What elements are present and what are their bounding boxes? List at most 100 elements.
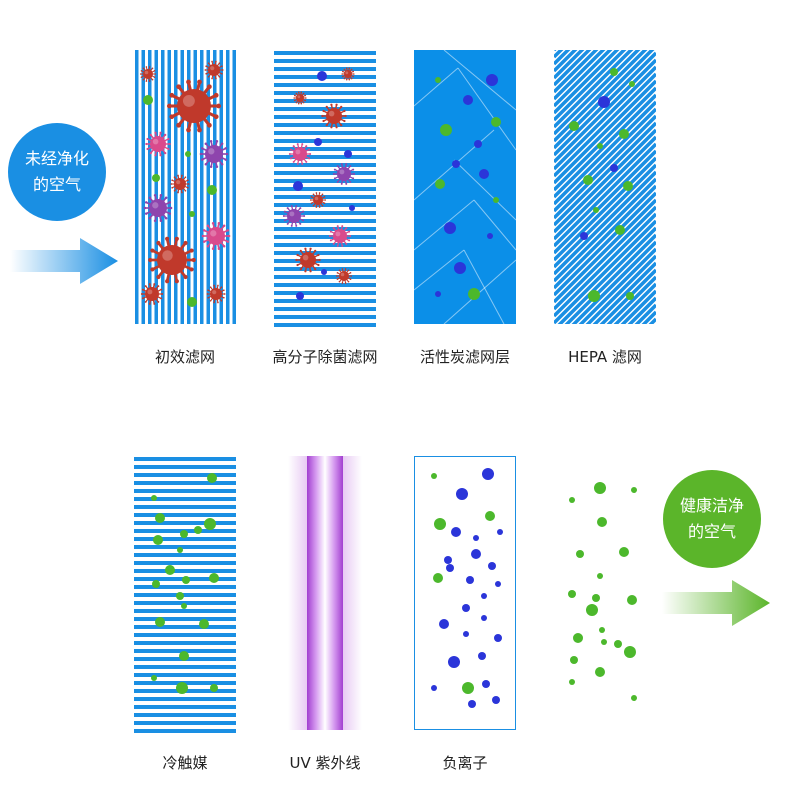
green-particle	[485, 511, 495, 521]
blue-particle	[492, 696, 500, 704]
green-particle	[431, 473, 437, 479]
green-particle	[181, 603, 187, 609]
blue-particle	[444, 222, 456, 234]
virus-icon	[282, 205, 306, 227]
filter-stripe	[554, 191, 656, 297]
green-particle	[189, 211, 195, 217]
blue-particle	[431, 685, 437, 691]
filter-stripe	[554, 368, 656, 470]
stage-label-negative-ion: 负离子	[442, 754, 488, 772]
filter-stripe	[274, 235, 376, 239]
blue-particle	[314, 138, 322, 146]
filter-stripe	[554, 114, 656, 220]
green-particle	[152, 174, 160, 182]
stage-label-carbon: 活性炭滤网层	[419, 348, 510, 366]
filter-stripe	[274, 163, 376, 167]
filter-stripe	[571, 240, 656, 324]
cold-catalyst-panel	[134, 457, 236, 733]
filter-stripe	[554, 79, 656, 185]
filter-stripe	[193, 50, 197, 324]
blue-particle	[454, 262, 466, 274]
green-particle	[594, 482, 606, 494]
filter-stripe	[274, 259, 376, 263]
filter-stripe	[274, 299, 376, 303]
filter-stripe	[554, 219, 656, 324]
green-particle	[207, 185, 217, 195]
filter-stripe	[554, 65, 656, 171]
virus-icon	[288, 143, 312, 165]
green-particle	[631, 695, 637, 701]
virus-icon	[166, 79, 222, 133]
filter-stripe	[554, 205, 656, 311]
filter-stripe	[134, 593, 236, 597]
filter-stripe	[134, 481, 236, 485]
filter-stripe	[134, 569, 236, 573]
green-particle	[583, 175, 593, 185]
blue-particle	[462, 604, 470, 612]
blue-particle	[497, 529, 503, 535]
blue-particle	[473, 535, 479, 541]
hepa-stripes	[554, 50, 656, 484]
stage-label-hepa: HEPA 滤网	[568, 348, 642, 366]
filter-stripe	[274, 203, 376, 207]
blue-particle	[349, 205, 355, 211]
filter-stripe	[554, 50, 578, 73]
green-particle	[209, 573, 219, 583]
filter-stripe	[274, 283, 376, 287]
virus-icon	[199, 140, 229, 168]
filter-stripe	[554, 361, 656, 463]
green-particle	[151, 495, 157, 501]
filter-stripe	[232, 50, 236, 324]
filter-stripe	[554, 50, 627, 122]
filter-stripe	[274, 307, 376, 311]
filter-stripe	[613, 282, 656, 324]
filter-stripe	[274, 99, 376, 103]
filter-stripe	[648, 317, 656, 324]
filter-stripe	[134, 697, 236, 701]
filter-stripe	[554, 142, 656, 248]
filter-stripe	[134, 457, 236, 461]
uv-lamp-tube	[307, 456, 343, 730]
filter-stripe	[554, 135, 656, 241]
filter-stripe	[554, 382, 656, 484]
virus-icon	[201, 222, 231, 250]
filter-stripe	[274, 171, 376, 175]
activated-carbon-filter-panel	[413, 49, 517, 325]
blue-particle	[321, 269, 327, 275]
green-particle	[210, 684, 218, 692]
filter-stripe	[554, 156, 656, 262]
filter-stripe	[134, 641, 236, 645]
virus-icon	[140, 283, 164, 305]
filter-stripe	[554, 149, 656, 255]
virus-icon	[148, 236, 196, 284]
filter-stripe	[554, 50, 641, 136]
filter-stripe	[274, 59, 376, 63]
virus-icon	[328, 225, 352, 247]
filter-stripe	[592, 261, 656, 324]
green-particle	[155, 617, 165, 627]
green-particle	[586, 604, 598, 616]
carbon-crack	[443, 49, 517, 111]
blue-particle	[488, 562, 496, 570]
green-particle	[619, 129, 629, 139]
filter-stripe	[554, 50, 557, 52]
filter-stripe	[134, 489, 236, 493]
blue-particle	[471, 549, 481, 559]
uv-lamp-panel	[288, 456, 362, 730]
green-particle	[155, 513, 165, 523]
untreated-air-line2: 的空气	[32, 175, 81, 194]
green-particle	[187, 297, 197, 307]
blue-particle	[452, 160, 460, 168]
filter-stripe	[226, 50, 230, 324]
filter-stripe	[554, 121, 656, 227]
blue-particle	[468, 700, 476, 708]
filter-stripe	[134, 505, 236, 509]
green-particle	[194, 526, 202, 534]
filter-stripe	[554, 198, 656, 304]
filter-stripe	[554, 128, 656, 234]
blue-particle	[610, 164, 618, 172]
green-particle	[631, 487, 637, 493]
filter-stripe	[274, 107, 376, 111]
clean-air-line1: 健康洁净	[679, 496, 744, 515]
filter-stripe	[578, 247, 656, 324]
